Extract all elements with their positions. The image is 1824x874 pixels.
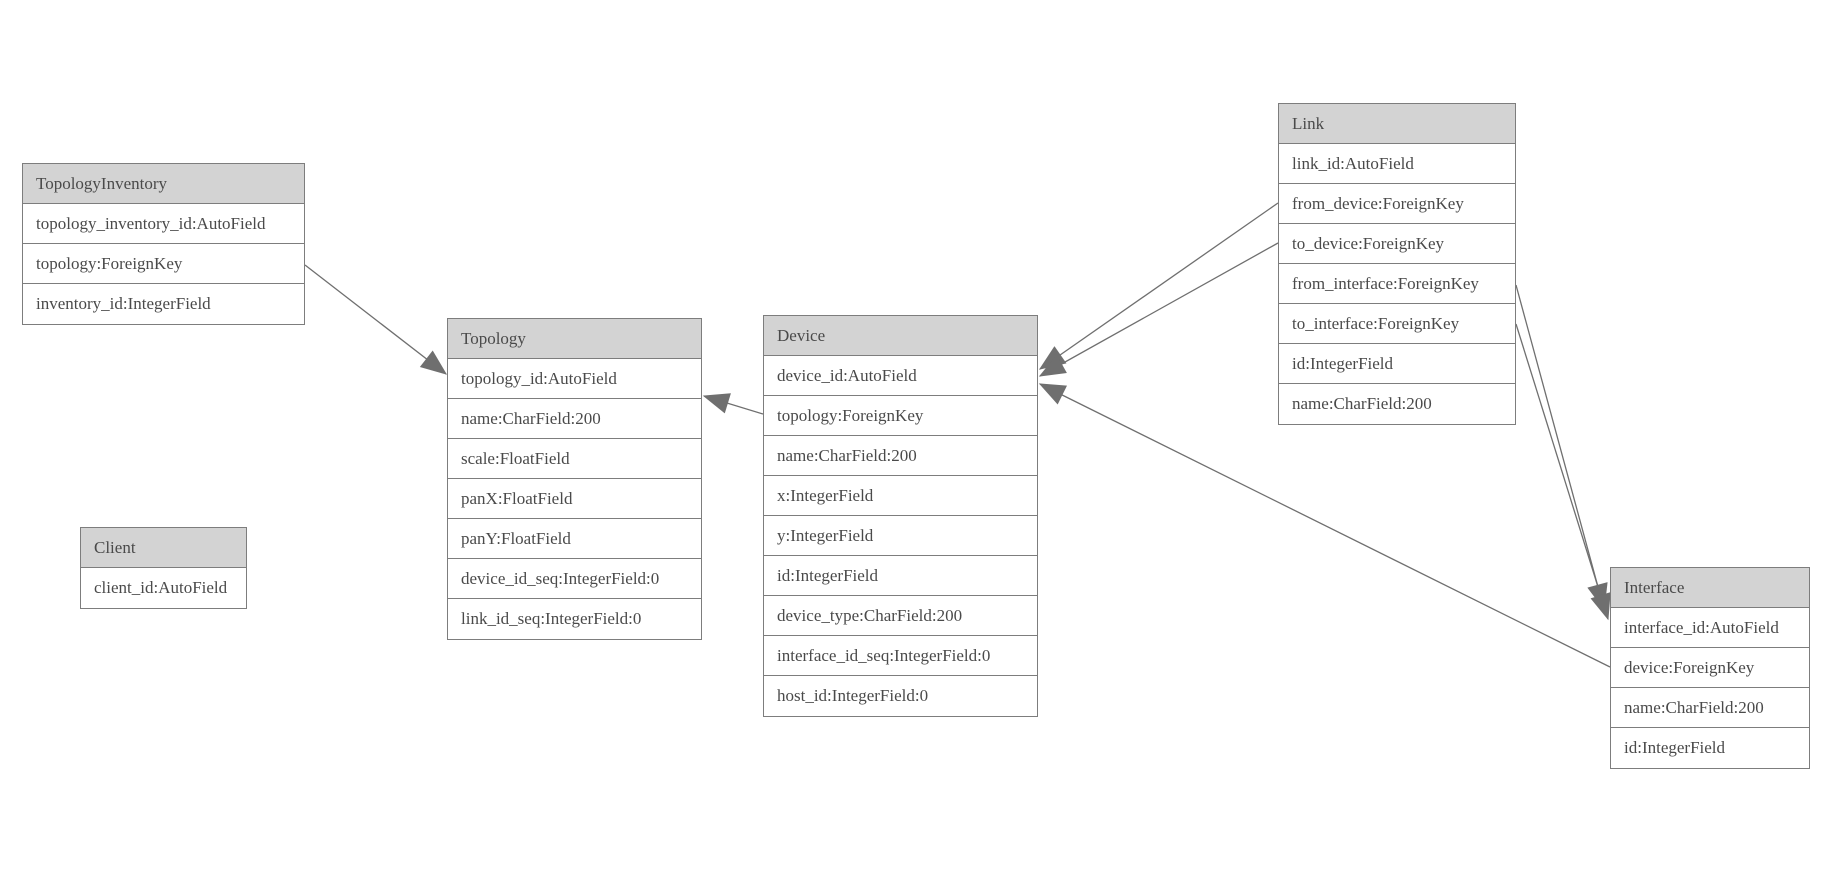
entity-field: device:ForeignKey — [1611, 648, 1809, 688]
entity-field: name:CharField:200 — [1279, 384, 1515, 424]
edge-TopologyInventory.topology-to-Topology.topology_id — [304, 264, 448, 375]
entity-field: x:IntegerField — [764, 476, 1037, 516]
edge-Link.to_device-to-Device.device_id — [1038, 242, 1279, 377]
entity-field: y:IntegerField — [764, 516, 1037, 556]
entity-field: device_type:CharField:200 — [764, 596, 1037, 636]
entity-field: from_device:ForeignKey — [1279, 184, 1515, 224]
entity-field: topology:ForeignKey — [764, 396, 1037, 436]
entity-field: host_id:IntegerField:0 — [764, 676, 1037, 716]
entity-title: Client — [81, 528, 246, 568]
entity-field: device_id:AutoField — [764, 356, 1037, 396]
entity-field: id:IntegerField — [1279, 344, 1515, 384]
entity-field: inventory_id:IntegerField — [23, 284, 304, 324]
entity-field: interface_id_seq:IntegerField:0 — [764, 636, 1037, 676]
entity-field: link_id:AutoField — [1279, 144, 1515, 184]
entity-field: name:CharField:200 — [764, 436, 1037, 476]
entity-field: topology_id:AutoField — [448, 359, 701, 399]
entity-title: Link — [1279, 104, 1515, 144]
entity-field: to_device:ForeignKey — [1279, 224, 1515, 264]
entity-title: TopologyInventory — [23, 164, 304, 204]
entity-field: interface_id:AutoField — [1611, 608, 1809, 648]
entity-field: topology:ForeignKey — [23, 244, 304, 284]
entity-title: Device — [764, 316, 1037, 356]
entity-title: Interface — [1611, 568, 1809, 608]
entity-field: device_id_seq:IntegerField:0 — [448, 559, 701, 599]
edge-Device.topology-to-Topology.topology_id — [702, 393, 764, 415]
edge-Link.from_interface-to-Interface.interface_id — [1515, 284, 1608, 611]
edge-Link.to_interface-to-Interface.interface_id — [1515, 323, 1611, 621]
entity-field: topology_inventory_id:AutoField — [23, 204, 304, 244]
entity-field: client_id:AutoField — [81, 568, 246, 608]
entity-field: id:IntegerField — [764, 556, 1037, 596]
entity-field: scale:FloatField — [448, 439, 701, 479]
entity-field: link_id_seq:IntegerField:0 — [448, 599, 701, 639]
entity-field: name:CharField:200 — [1611, 688, 1809, 728]
entity-field: name:CharField:200 — [448, 399, 701, 439]
entity-field: from_interface:ForeignKey — [1279, 264, 1515, 304]
entity-field: to_interface:ForeignKey — [1279, 304, 1515, 344]
entity-field: panY:FloatField — [448, 519, 701, 559]
edge-Link.from_device-to-Device.device_id — [1038, 202, 1279, 370]
entity-field: panX:FloatField — [448, 479, 701, 519]
entity-title: Topology — [448, 319, 701, 359]
edge-Interface.device-to-Device.device_id — [1038, 383, 1611, 668]
entity-field: id:IntegerField — [1611, 728, 1809, 768]
